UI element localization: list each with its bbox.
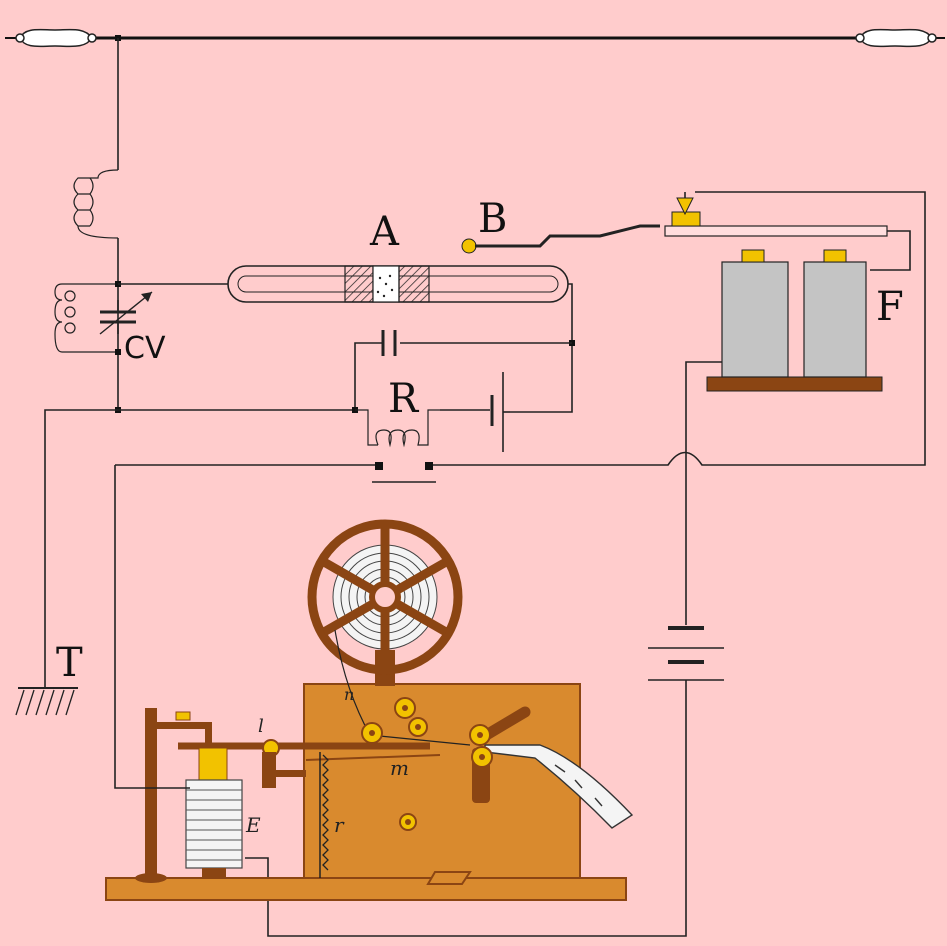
label-tapper: B: [478, 196, 507, 242]
label-variable-capacitor: CV: [124, 331, 166, 366]
relay-contacts: [115, 191, 926, 483]
secondary-coil: [54, 283, 118, 353]
spring-r: [319, 752, 329, 878]
ground-symbol: [15, 409, 118, 716]
variable-capacitor-symbol: [99, 291, 153, 335]
local-battery-cell: [440, 372, 510, 452]
label-earth: T: [56, 640, 83, 686]
label-tape-n: n: [344, 685, 354, 704]
label-coherer: A: [369, 209, 400, 255]
paper-reel: [307, 519, 471, 746]
insulator-left: [15, 28, 97, 48]
label-battery: F: [876, 284, 904, 330]
insulator-right: [855, 28, 937, 48]
tapper-arm: [461, 192, 911, 271]
label-relay: R: [388, 376, 420, 422]
printer-feed-wire: [114, 465, 190, 789]
printer-battery: [245, 626, 724, 937]
print-lever: [469, 706, 531, 803]
capacitor-upper: [354, 330, 572, 410]
coherer-tube: [118, 265, 575, 413]
label-lever-m: m: [390, 756, 409, 780]
label-electromagnet: E: [245, 813, 261, 837]
battery-f: [685, 249, 883, 625]
paper-tape: [484, 744, 634, 829]
armature-lever: [135, 708, 441, 883]
label-pivot-l: l: [258, 716, 264, 737]
antenna-coil: [73, 38, 119, 410]
electromagnet-coil: [185, 747, 243, 878]
morse-printer-case: [105, 683, 627, 901]
relay-coil: [355, 409, 440, 448]
label-spring: r: [334, 813, 345, 837]
tape-rollers: [361, 697, 428, 831]
